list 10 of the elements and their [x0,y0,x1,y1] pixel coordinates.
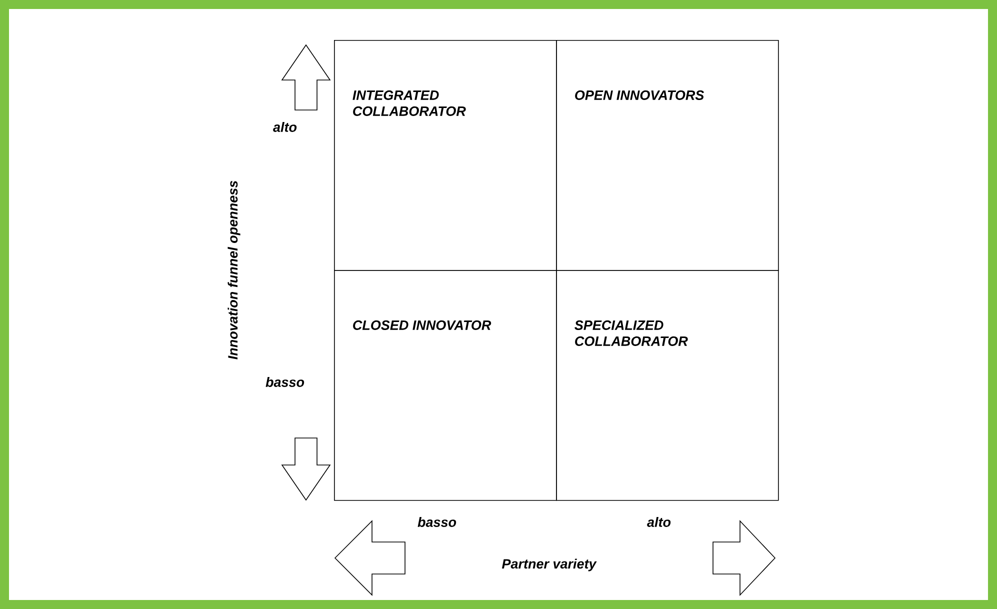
axis-level: alto [647,517,671,527]
quadrant-box: INTEGRATED COLLABORATOR [334,40,557,271]
axis-level: alto [273,122,297,132]
axis-level: basso [418,517,456,527]
quadrant-box: CLOSED INNOVATOR [334,270,557,501]
axis-level: basso [266,377,304,387]
quadrant-box: SPECIALIZED COLLABORATOR [556,270,779,501]
axis-title: Innovation funnel openness [228,180,240,360]
quadrant-box: OPEN INNOVATORS [556,40,779,271]
axis-title: Partner variety [502,558,597,572]
